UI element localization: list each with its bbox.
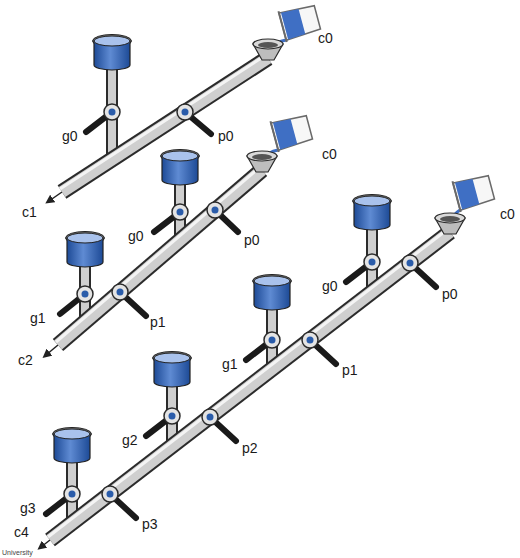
watermark: University bbox=[2, 548, 33, 557]
valve bbox=[77, 286, 93, 302]
part-label: p1 bbox=[150, 314, 166, 330]
part-label: g0 bbox=[62, 128, 78, 144]
valve bbox=[302, 332, 318, 348]
tank bbox=[153, 352, 192, 388]
pipe-part bbox=[62, 58, 268, 192]
pipe-part bbox=[58, 170, 262, 345]
carry-out-arrow bbox=[41, 540, 50, 547]
valve bbox=[112, 284, 128, 300]
pipe-part bbox=[50, 232, 450, 540]
tank bbox=[53, 428, 92, 464]
part-label: g1 bbox=[222, 356, 238, 372]
valve bbox=[202, 409, 218, 425]
tank bbox=[353, 195, 392, 231]
part-label: c0 bbox=[322, 146, 337, 162]
funnel bbox=[247, 151, 277, 172]
carry-out-arrow bbox=[49, 192, 62, 201]
part-label: c0 bbox=[500, 206, 515, 222]
pipe-part bbox=[60, 55, 266, 189]
part-label: g0 bbox=[128, 228, 144, 244]
part-label: g3 bbox=[20, 500, 36, 516]
part-label: p0 bbox=[442, 286, 458, 302]
tank bbox=[253, 275, 292, 311]
part-label: c1 bbox=[22, 204, 37, 220]
valve bbox=[364, 254, 380, 270]
pipe bbox=[50, 232, 450, 540]
pipe-part bbox=[48, 229, 448, 537]
pipe-part bbox=[56, 167, 260, 342]
valve bbox=[164, 408, 180, 424]
part-label: p0 bbox=[218, 128, 234, 144]
tank bbox=[93, 35, 132, 71]
valve bbox=[264, 332, 280, 348]
pitcher bbox=[270, 112, 313, 152]
valve bbox=[104, 104, 120, 120]
valve bbox=[102, 486, 118, 502]
valve bbox=[177, 104, 193, 120]
pipe-assembly bbox=[41, 172, 496, 547]
part-label: p0 bbox=[244, 232, 260, 248]
pitcher bbox=[452, 172, 495, 212]
valve bbox=[207, 202, 223, 218]
pipe bbox=[58, 170, 262, 345]
part-label: g1 bbox=[30, 310, 46, 326]
carry-out-arrow bbox=[46, 345, 58, 355]
tank bbox=[161, 150, 200, 186]
funnel bbox=[435, 213, 465, 234]
pipe bbox=[62, 58, 268, 192]
part-label: c2 bbox=[18, 352, 33, 368]
funnel bbox=[253, 39, 283, 60]
part-label: g2 bbox=[122, 432, 138, 448]
part-label: c0 bbox=[318, 30, 333, 46]
valve bbox=[64, 486, 80, 502]
pitcher bbox=[278, 2, 321, 42]
pipe-assembly bbox=[49, 2, 322, 201]
valve bbox=[402, 255, 418, 271]
part-label: p1 bbox=[342, 362, 358, 378]
valve bbox=[172, 204, 188, 220]
part-label: g0 bbox=[322, 278, 338, 294]
part-label: p2 bbox=[242, 440, 258, 456]
part-label: p3 bbox=[142, 516, 158, 532]
part-label: c4 bbox=[14, 524, 29, 540]
tank bbox=[66, 232, 105, 268]
